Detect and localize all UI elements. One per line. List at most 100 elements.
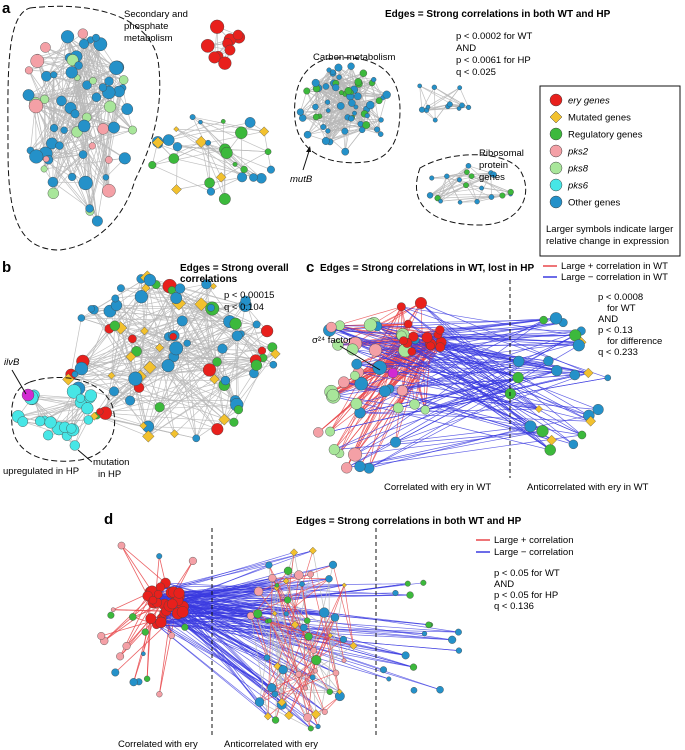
panel-c-node [421,331,433,343]
panel-d-node [312,668,318,674]
panel-d-node [116,652,125,661]
panel-c-node [396,302,406,312]
panel-c-node [396,385,408,397]
edge-d-neg [178,580,287,597]
edge-b [68,379,226,381]
edge-a [222,121,226,200]
panel-c-node [539,315,548,325]
panel-a-node [320,124,327,130]
panel-a-node [341,127,349,135]
edge-a [52,154,84,183]
nodes-layer [11,19,612,732]
edge-d-neg [150,594,411,597]
panel-b-node [240,295,251,306]
panel-c-node [399,336,408,346]
panel-a-node [162,134,175,146]
panel-b-node [125,351,137,363]
edge-a [300,87,336,113]
panel-d-node [303,685,309,691]
panel-a-node [104,76,114,86]
panel-b-node [183,339,191,347]
panel-d-node [299,581,305,587]
legend-label: Mutated genes [568,113,631,124]
panel-a-node [91,215,103,227]
panel-b-node [109,386,119,397]
panel-a-node [218,193,231,205]
panel-b-node [229,317,242,330]
panel-b-node [134,290,148,304]
panel-c-node [341,462,353,474]
edge-d [317,585,345,727]
edge-a [363,73,368,110]
edge-d-neg [177,600,431,626]
upregulated-cluster-outline [11,376,116,462]
panel-a-node [464,169,470,175]
panel-d-node [300,623,308,632]
panel-d-node [155,616,167,628]
edge-a [300,90,308,113]
panel-c-node [604,374,612,382]
panel-a-node [332,83,340,92]
panel-d-node [349,641,358,650]
panel-d-node [271,610,278,617]
panel-d-node [181,623,189,631]
panel-b-node [194,297,209,312]
edge-c-neg [425,377,519,411]
panel-a-node [303,130,312,139]
panel-a-node [457,199,463,205]
panel-b-node [142,430,155,443]
mutB-arrowhead [306,146,311,152]
edge-a [302,117,361,125]
panel-a-letter: a [2,0,11,17]
edge-d [274,613,283,703]
panel-d-node [404,580,411,587]
edge-c-neg [356,322,564,365]
panel-b-node [170,429,179,439]
panel-a-node [444,173,450,179]
edge-a [471,175,511,193]
edge-a [440,196,492,202]
panel-a-node [42,155,50,163]
panel-d-node [141,628,149,636]
panel-a-node [303,87,311,95]
edge-a [332,71,355,90]
panel-a-node [267,165,275,174]
edge-d-pos [343,585,354,646]
edge-c-neg [420,302,540,410]
edge-b [142,288,181,426]
edge-b [120,288,149,437]
panel-a-node [173,126,180,133]
panel-d-node [327,632,334,639]
edge-c-neg [403,340,519,378]
edge-d-pos [323,614,340,692]
edge-a [90,39,104,88]
panel-b-node [231,330,243,342]
panel-b-node [210,282,217,290]
edge-b [70,317,82,375]
edge-c-neg [368,425,531,469]
mutation-label-2: in HP [98,469,121,480]
edge-d-neg [182,611,459,633]
cluster-label-ribosomal-3: genes [479,172,505,183]
panel-c-node [524,420,537,433]
panel-d-node [303,617,311,625]
panel-d-node [304,632,313,641]
panel-a-node [359,126,366,134]
panel-a-node [336,74,342,80]
panel-d-legend-neg: Large − correlation [494,547,573,558]
edge-b [81,368,235,423]
panel-d-node [283,566,293,576]
edge-d-neg [156,624,272,688]
edge-a [46,76,73,178]
panel-c-node [363,318,377,332]
panel-d-node [173,587,185,599]
edge-b [187,342,255,374]
panel-c-node [334,320,345,331]
panel-c-node [407,347,417,356]
edge-a [35,105,91,212]
panel-c-node [435,325,445,335]
edge-d-neg [177,613,312,729]
edge-d-neg [165,582,411,596]
panel-a-node [353,92,362,101]
panel-c-node [326,388,340,402]
